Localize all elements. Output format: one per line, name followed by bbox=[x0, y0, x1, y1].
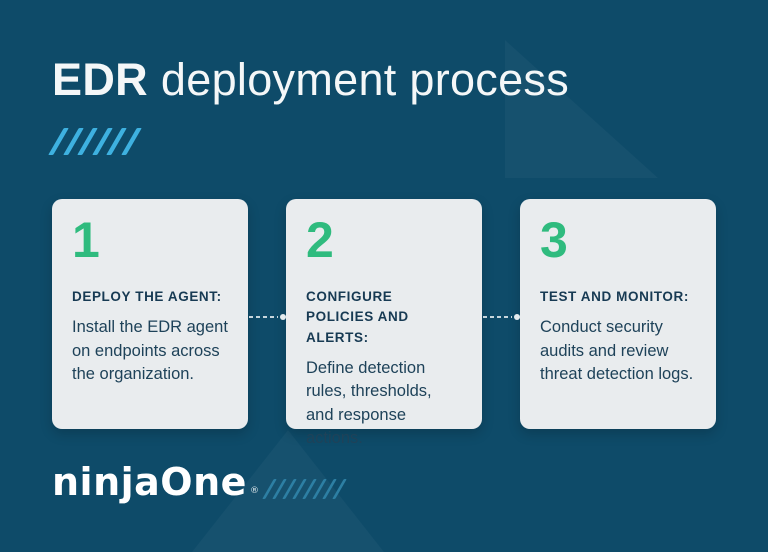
page-title: EDR deployment process bbox=[52, 54, 569, 106]
step-description: Install the EDR agent on endpoints acros… bbox=[72, 318, 228, 384]
connector-dashed-line-1 bbox=[249, 313, 286, 321]
step-heading: CONFIGURE POLICIES AND ALERTS: bbox=[306, 289, 409, 345]
title-slashes-decoration bbox=[48, 128, 141, 155]
title-bold-segment: EDR bbox=[52, 54, 148, 105]
step-description: Conduct security audits and review threa… bbox=[540, 318, 694, 384]
step-number: 3 bbox=[540, 212, 568, 268]
step-card-2: 2 CONFIGURE POLICIES AND ALERTS: Define … bbox=[286, 199, 482, 447]
connector-dashes bbox=[483, 316, 512, 318]
step-description: Define detection rules, thresholds, and … bbox=[306, 358, 432, 448]
step-card-3: 3 TEST AND MONITOR: Conduct security aud… bbox=[520, 199, 716, 429]
logo-text: ninjaOne bbox=[52, 460, 247, 504]
step-number: 2 bbox=[306, 212, 334, 268]
step-card-1: 1 DEPLOY THE AGENT: Install the EDR agen… bbox=[52, 199, 248, 429]
steps-row: 1 DEPLOY THE AGENT: Install the EDR agen… bbox=[52, 199, 716, 447]
title-regular-segment: deployment process bbox=[160, 54, 570, 105]
footer-slashes-decoration bbox=[262, 479, 347, 499]
connector-dashes bbox=[249, 316, 278, 318]
registered-trademark-symbol: ® bbox=[249, 485, 260, 496]
ninjaone-logo: ninjaOne ® bbox=[52, 460, 260, 504]
connector-end-dot bbox=[280, 314, 286, 320]
connector-end-dot bbox=[514, 314, 520, 320]
connector-dashed-line-2 bbox=[483, 313, 520, 321]
step-heading: DEPLOY THE AGENT: bbox=[72, 289, 222, 304]
step-heading: TEST AND MONITOR: bbox=[540, 289, 689, 304]
step-number: 1 bbox=[72, 212, 100, 268]
